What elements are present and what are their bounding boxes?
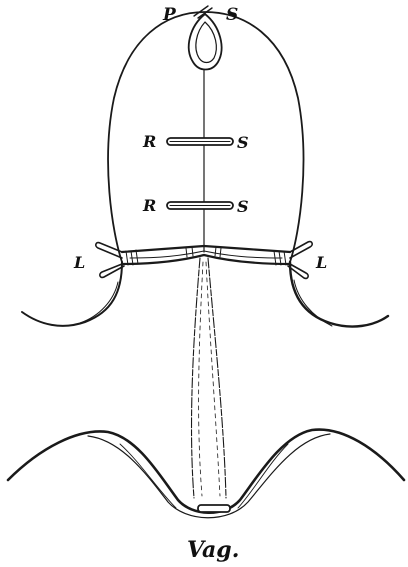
label-p: P xyxy=(162,5,177,25)
left-ligature-ends xyxy=(96,243,124,278)
label-s-lower: S xyxy=(237,197,249,216)
label-l-left: L xyxy=(73,253,85,272)
upper-transverse-suture xyxy=(167,138,233,145)
label-s-upper: S xyxy=(237,133,249,152)
label-r-upper: R xyxy=(142,132,156,151)
label-s-top: S xyxy=(226,5,238,25)
vault-suture xyxy=(198,505,230,512)
lower-transverse-suture xyxy=(167,202,233,209)
converging-strands xyxy=(192,258,226,498)
uterus-outline xyxy=(108,12,303,262)
left-lower-outline xyxy=(22,262,122,326)
label-l-right: L xyxy=(315,253,327,272)
caption-vag: Vag. xyxy=(187,537,239,563)
label-r-lower: R xyxy=(142,196,156,215)
top-suture-loop xyxy=(189,6,222,70)
